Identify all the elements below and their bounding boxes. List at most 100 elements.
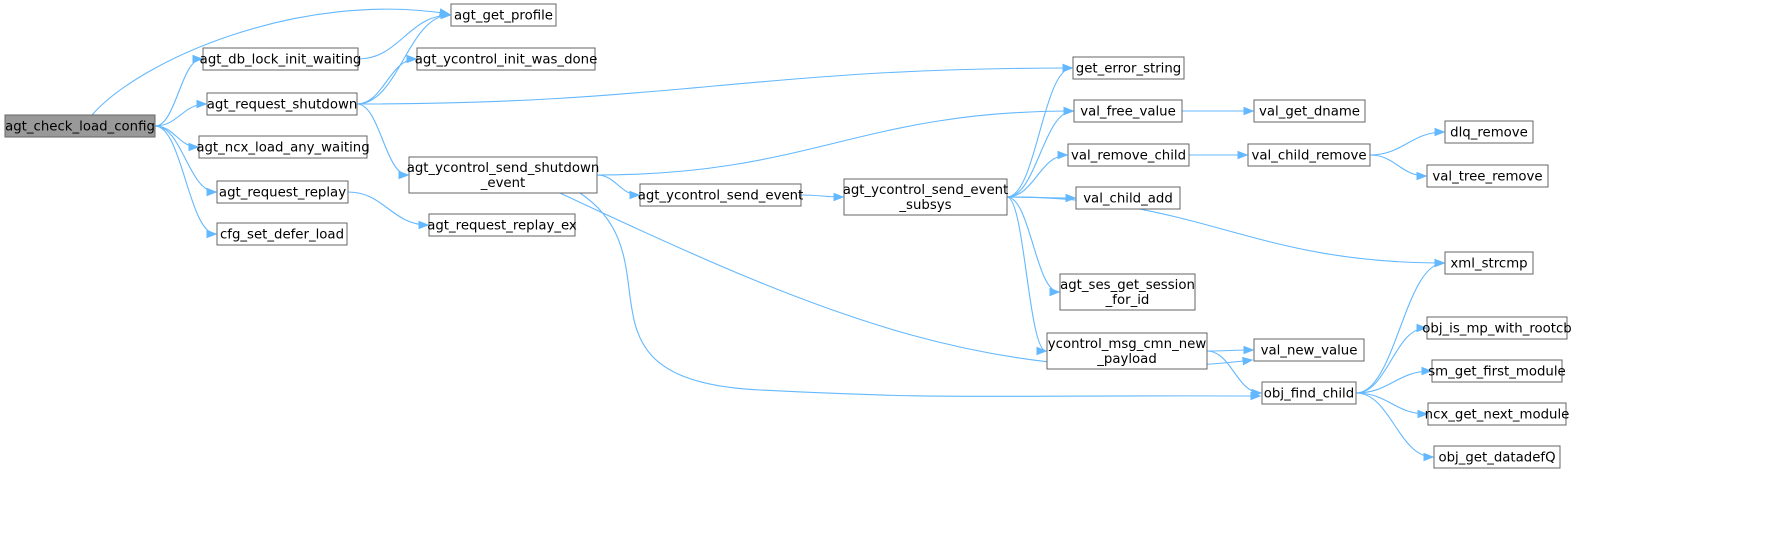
- edge-line: [1006, 196, 1445, 264]
- arrowhead-icon: [1242, 356, 1254, 366]
- node-box: [1247, 143, 1371, 167]
- node-box: [216, 222, 348, 246]
- node-val-tree-remove[interactable]: val_tree_remove: [1426, 164, 1549, 188]
- node-label: _subsys: [898, 198, 951, 213]
- node-label: val_remove_child: [1071, 149, 1186, 164]
- node-agt-ncx-load-any-waiting[interactable]: agt_ncx_load_any_waiting: [196, 135, 370, 159]
- arrowhead-icon: [1036, 346, 1048, 356]
- node-val-new-value[interactable]: val_new_value: [1253, 338, 1365, 362]
- arrowhead-icon: [418, 220, 430, 230]
- edge-line: [1006, 196, 1047, 352]
- node-obj-is-mp-with-rootcb[interactable]: obj_is_mp_with_rootcb: [1422, 316, 1572, 340]
- edge-line: [357, 14, 451, 60]
- node-agt-ses-get-session-for-id[interactable]: agt_ses_get_session_for_id: [1059, 273, 1196, 311]
- arrowhead-icon: [1421, 366, 1433, 376]
- node-label: dlq_remove: [1450, 126, 1528, 141]
- node-dlq-remove[interactable]: dlq_remove: [1444, 120, 1534, 144]
- arrowhead-icon: [1062, 63, 1074, 73]
- arrowhead-icon: [398, 170, 410, 180]
- edge-n24-n20: [1355, 258, 1446, 394]
- node-sm-get-first-module[interactable]: sm_get_first_module: [1428, 359, 1566, 383]
- arrowhead-icon: [1057, 150, 1069, 160]
- node-box: [1067, 143, 1190, 167]
- edge-n0-n2: [154, 54, 204, 127]
- node-ncx-get-next-module[interactable]: ncx_get_next_module: [1425, 402, 1570, 426]
- node-label: get_error_string: [1076, 62, 1182, 77]
- node-label: cfg_set_defer_load: [220, 228, 344, 243]
- edge-n22-n24: [1206, 350, 1263, 398]
- node-agt-get-profile[interactable]: agt_get_profile: [450, 3, 557, 27]
- arrowhead-icon: [206, 229, 218, 239]
- node-label: obj_get_datadefQ: [1438, 451, 1555, 466]
- arrowhead-icon: [833, 192, 845, 202]
- edge-line: [596, 110, 1074, 176]
- node-obj-find-child[interactable]: obj_find_child: [1261, 381, 1357, 405]
- edge-line: [347, 191, 429, 226]
- node-agt-ycontrol-init-was-done[interactable]: agt_ycontrol_init_was_done: [415, 47, 598, 71]
- node-box: [1261, 381, 1357, 405]
- node-box: [4, 114, 156, 138]
- node-box: [1433, 445, 1561, 469]
- node-agt-ycontrol-send-event[interactable]: agt_ycontrol_send_event: [638, 183, 804, 207]
- edge-n8-n11: [596, 174, 641, 200]
- arrowhead-icon: [1417, 409, 1429, 419]
- node-agt-request-shutdown[interactable]: agt_request_shutdown: [206, 92, 358, 116]
- edge-n11-n12: [800, 192, 845, 202]
- node-label: ncx_get_next_module: [1425, 408, 1570, 423]
- node-label: val_tree_remove: [1432, 170, 1542, 185]
- node-label: agt_ycontrol_send_shutdown: [407, 161, 600, 176]
- node-val-child-add[interactable]: val_child_add: [1075, 186, 1181, 210]
- node-agt-request-replay[interactable]: agt_request_replay: [216, 180, 349, 204]
- arrowhead-icon: [196, 99, 208, 109]
- node-box: [1253, 99, 1366, 123]
- edge-n8-n13: [596, 106, 1075, 176]
- edge-n15-n16: [1189, 150, 1249, 160]
- node-label: agt_get_profile: [454, 9, 553, 24]
- edge-n24-n26: [1355, 366, 1433, 394]
- node-agt-ycontrol-send-shutdown-event[interactable]: agt_ycontrol_send_shutdown_event: [407, 156, 600, 194]
- node-xml-strcmp[interactable]: xml_strcmp: [1444, 251, 1534, 275]
- edge-n5-n9: [347, 191, 430, 230]
- edge-line: [1355, 327, 1427, 394]
- edge-line: [356, 14, 451, 105]
- node-box: [843, 178, 1008, 216]
- node-obj-get-datadefQ[interactable]: obj_get_datadefQ: [1433, 445, 1561, 469]
- node-val-remove-child[interactable]: val_remove_child: [1067, 143, 1190, 167]
- node-label: val_new_value: [1261, 344, 1358, 359]
- edge-n12-n10: [1006, 63, 1074, 198]
- edge-n16-n17: [1369, 127, 1446, 156]
- node-label: agt_ycontrol_init_was_done: [415, 53, 598, 68]
- arrowhead-icon: [629, 190, 641, 200]
- arrowhead-icon: [1434, 127, 1446, 137]
- node-agt-db-lock-init-waiting[interactable]: agt_db_lock_init_waiting: [200, 47, 362, 71]
- node-label: agt_request_replay: [219, 186, 346, 201]
- node-cfg-set-defer-load[interactable]: cfg_set_defer_load: [216, 222, 348, 246]
- node-get-error-string[interactable]: get_error_string: [1072, 56, 1185, 80]
- edges-layer: [91, 8, 1446, 462]
- node-agt-ycontrol-send-event-subsys[interactable]: agt_ycontrol_send_event_subsys: [843, 178, 1009, 216]
- node-ycontrol-msg-cmn-new-payload[interactable]: ycontrol_msg_cmn_new_payload: [1046, 332, 1208, 370]
- edge-n0-n3: [154, 99, 208, 127]
- edge-n13-n14: [1182, 106, 1255, 116]
- edge-n16-n18: [1369, 154, 1428, 181]
- node-label: ycontrol_msg_cmn_new: [1048, 337, 1207, 352]
- node-agt-request-replay-ex[interactable]: agt_request_replay_ex: [427, 213, 577, 237]
- arrowhead-icon: [406, 54, 418, 64]
- node-box: [1426, 164, 1549, 188]
- node-label: _for_id: [1105, 293, 1150, 308]
- edge-line: [1355, 392, 1428, 415]
- edge-n12-n22: [1006, 196, 1048, 356]
- node-val-child-remove[interactable]: val_child_remove: [1247, 143, 1371, 167]
- node-val-get-dname[interactable]: val_get_dname: [1253, 99, 1366, 123]
- node-agt-check-load-config[interactable]: agt_check_load_config: [4, 114, 156, 138]
- edge-line: [154, 125, 199, 148]
- node-label: val_child_remove: [1251, 149, 1366, 164]
- node-box: [428, 213, 576, 237]
- node-val-free-value[interactable]: val_free_value: [1073, 99, 1183, 123]
- arrowhead-icon: [1416, 323, 1428, 333]
- node-label: sm_get_first_module: [1428, 365, 1565, 380]
- arrowhead-icon: [440, 10, 452, 20]
- arrowhead-icon: [1243, 106, 1255, 116]
- edge-n0-n4: [154, 125, 200, 152]
- edge-line: [596, 174, 640, 196]
